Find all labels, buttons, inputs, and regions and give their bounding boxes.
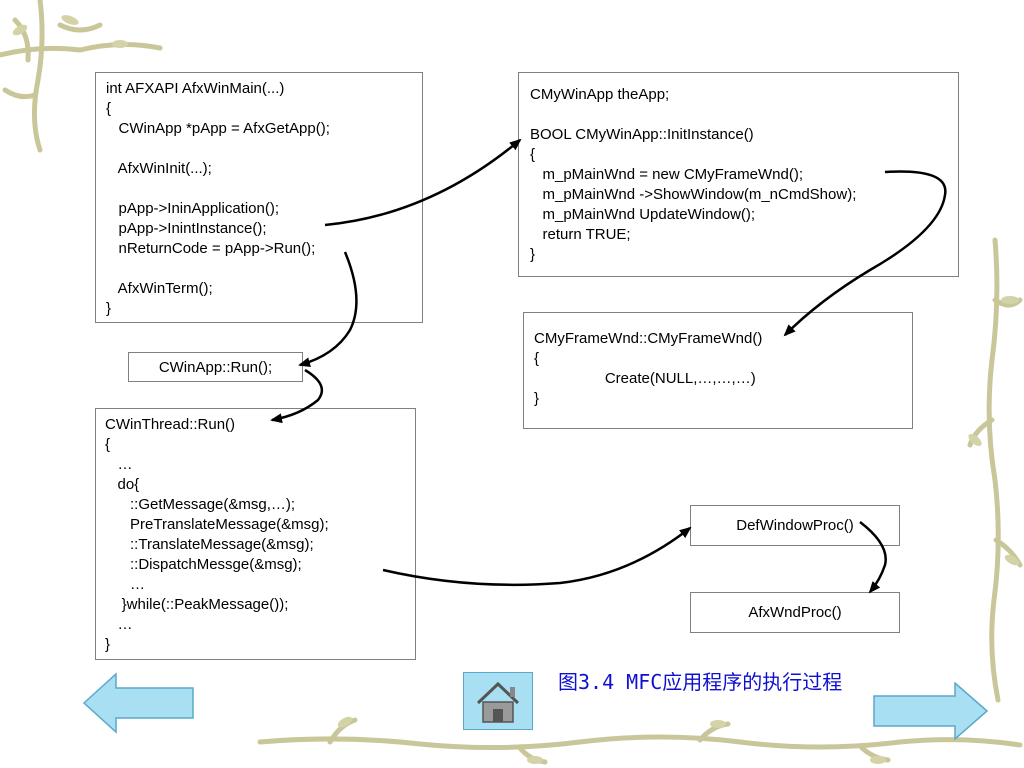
code-line: …: [105, 616, 133, 633]
code-line: {: [530, 146, 536, 163]
code-line: [106, 179, 412, 199]
home-icon: [476, 681, 520, 723]
code-line: }while(::PeakMessage());: [105, 596, 289, 613]
afxwinmain-box: int AFXAPI AfxWinMain(...) { CWinApp *pAp…: [95, 72, 423, 323]
code-line: }: [106, 300, 112, 317]
code-line: return TRUE;: [530, 226, 631, 243]
code-line: Create(NULL,…,…,…): [534, 370, 756, 387]
code-line: ::TranslateMessage(&msg);: [105, 536, 314, 553]
code-line: …: [105, 576, 146, 593]
forward-button[interactable]: [872, 682, 988, 740]
code-line: }: [534, 390, 540, 407]
code-line: CWinApp *pApp = AfxGetApp();: [106, 120, 330, 137]
code-line: ::GetMessage(&msg,…);: [105, 496, 296, 513]
code-line: BOOL CMyWinApp::InitInstance(): [530, 126, 754, 143]
code-line: int AFXAPI AfxWinMain(...): [106, 80, 285, 97]
code-line: {: [106, 100, 112, 117]
code-line: [106, 259, 412, 279]
code-line: CMyFrameWnd::CMyFrameWnd(): [534, 330, 763, 347]
code-line: m_pMainWnd = new CMyFrameWnd();: [530, 166, 803, 183]
code-line: CWinThread::Run(): [105, 416, 236, 433]
code-line: …: [105, 456, 133, 473]
code-line: {: [105, 436, 111, 453]
winthread-box: CWinThread::Run(){ … do{ ::GetMessage(&m…: [95, 408, 416, 660]
left-arrow-icon: [83, 672, 194, 734]
code-line: m_pMainWnd UpdateWindow();: [530, 206, 756, 223]
code-line: CMyWinApp theApp;: [530, 86, 670, 103]
initinstance-box: CMyWinApp theApp;BOOL CMyWinApp::InitIns…: [518, 72, 959, 277]
framewnd-box: CMyFrameWnd::CMyFrameWnd(){ Create(NULL,…: [523, 312, 913, 429]
right-arrow-icon: [873, 682, 988, 740]
code-line: m_pMainWnd ->ShowWindow(m_nCmdShow);: [530, 186, 857, 203]
code-line: }: [105, 636, 111, 653]
code-line: pApp->InintInstance();: [106, 220, 267, 237]
code-line: }: [530, 246, 536, 263]
home-button[interactable]: [463, 672, 533, 730]
arrow-defwindowproc: [382, 526, 692, 587]
code-line: do{: [105, 476, 140, 493]
code-line: nReturnCode = pApp->Run();: [106, 240, 316, 257]
figure-caption: 图3.4 MFC应用程序的执行过程: [558, 670, 843, 694]
code-line: ::DispatchMessge(&msg);: [105, 556, 302, 573]
defwindowproc-label: DefWindowProc(): [690, 505, 900, 546]
code-line: pApp->IninApplication();: [106, 200, 280, 217]
code-line: AfxWinTerm();: [106, 280, 213, 297]
code-line: {: [534, 350, 540, 367]
code-line: [106, 139, 412, 159]
winapp-run-label: CWinApp::Run();: [128, 352, 303, 382]
code-line: PreTranslateMessage(&msg);: [105, 516, 329, 533]
afxwndproc-label: AfxWndProc(): [690, 592, 900, 633]
back-button[interactable]: [83, 672, 195, 734]
code-line: [530, 105, 947, 125]
code-line: AfxWinInit(...);: [106, 160, 212, 177]
